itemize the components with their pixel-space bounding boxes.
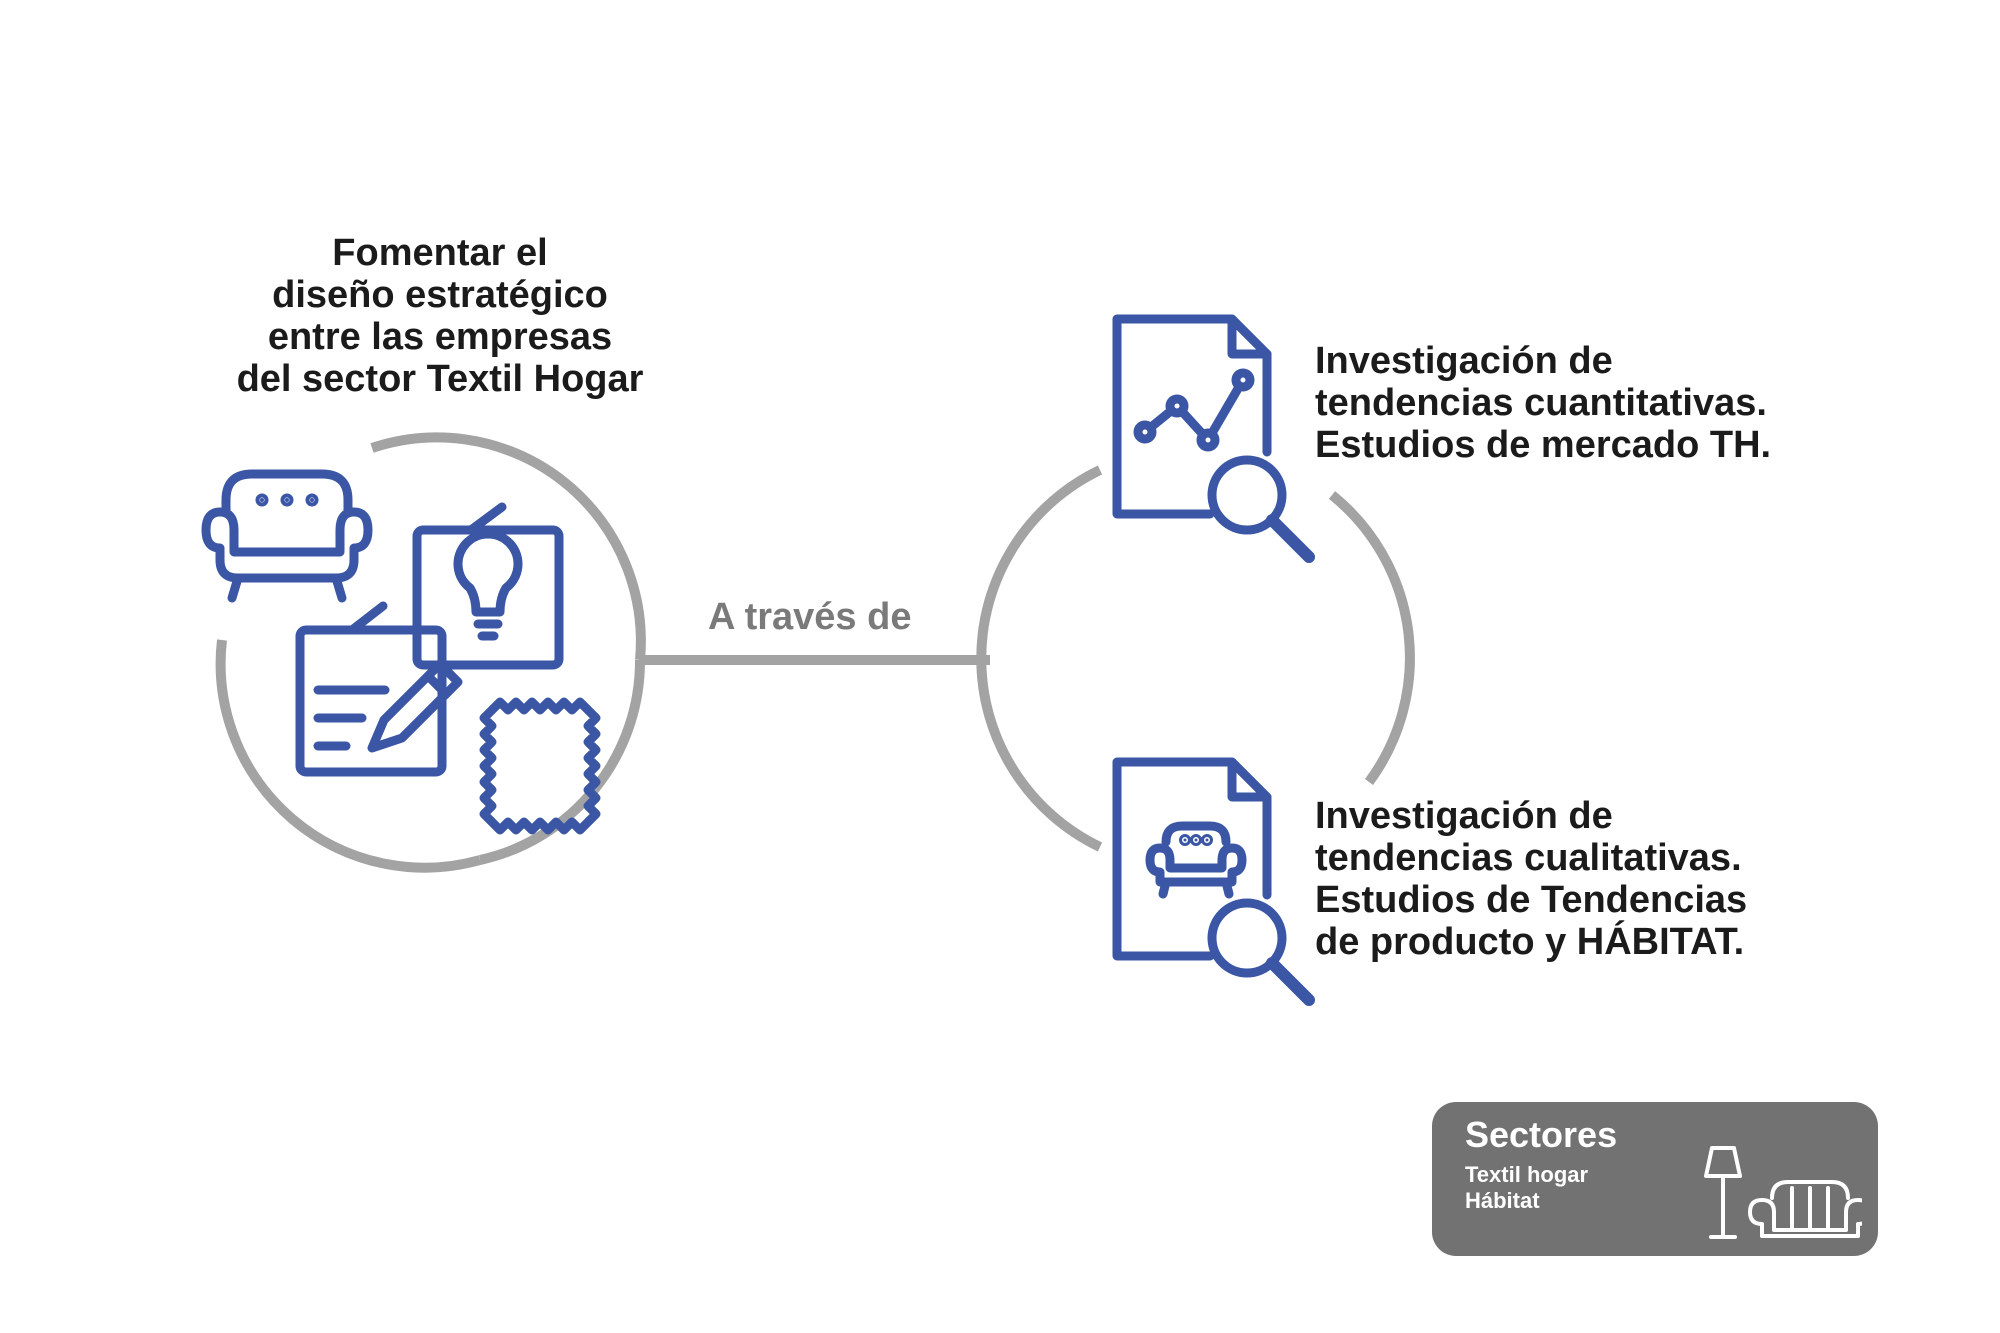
sector-item: Textil hogar [1465, 1162, 1589, 1187]
connector-label: A través de [708, 596, 912, 638]
goal-title: Fomentar el diseño estratégico entre las… [160, 232, 720, 400]
item-line: Estudios de Tendencias [1315, 879, 1748, 921]
item-quantitative-text: Investigación de tendencias cuantitativa… [1315, 340, 1771, 466]
right-ring [976, 465, 1415, 852]
goal-line: del sector Textil Hogar [236, 358, 644, 400]
item-line: Estudios de mercado TH. [1315, 424, 1772, 466]
armchair-icon [1748, 1180, 1862, 1238]
item-line: Investigación de [1315, 340, 1613, 382]
item-line: de producto y HÁBITAT. [1315, 921, 1745, 963]
goal-line: entre las empresas [267, 316, 613, 358]
sectors-title: Sectores [1465, 1114, 1618, 1155]
sector-item: Hábitat [1465, 1188, 1540, 1213]
goal-line: Fomentar el [332, 232, 548, 274]
floor-lamp-icon [1704, 1146, 1742, 1239]
notepad-pencil-icon [295, 601, 463, 777]
item-line: Investigación de [1315, 795, 1613, 837]
chart-document-magnifier-icon [1112, 314, 1315, 563]
item-line: tendencias cualitativas. [1315, 837, 1742, 879]
sector-icons [1704, 1146, 1862, 1239]
item-line: tendencias cuantitativas. [1315, 382, 1767, 424]
fabric-swatch-icon [479, 697, 601, 835]
goal-line: diseño estratégico [272, 274, 608, 316]
item-qualitative-text: Investigación de tendencias cualitativas… [1315, 795, 1747, 963]
sectors-badge: Sectores Textil hogar Hábitat [1432, 1102, 1878, 1256]
design-icon-cluster [201, 469, 601, 835]
sofa-document-magnifier-icon [1112, 757, 1315, 1006]
lightbulb-board-icon [412, 502, 564, 670]
armchair-icon [201, 469, 373, 603]
